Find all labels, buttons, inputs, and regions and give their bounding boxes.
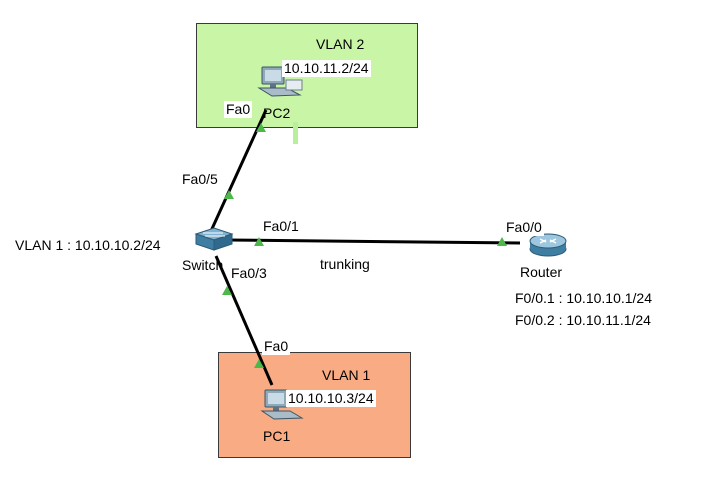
status-light-switch-fa05: [224, 190, 234, 199]
pc2-icon[interactable]: [257, 66, 303, 97]
switch-port-fa01-label: Fa0/1: [261, 218, 301, 235]
router-subif1-label: F0/0.1 : 10.10.10.1/24: [513, 290, 654, 307]
status-light-pc2: [256, 123, 266, 132]
link-switch-pc2[interactable]: [209, 109, 268, 232]
pc1-icon[interactable]: [260, 389, 304, 420]
pc2-name-label: PC2: [263, 105, 291, 121]
switch-vlan-label: VLAN 1 : 10.10.10.2/24: [13, 237, 163, 254]
pc2-ip-label: 10.10.11.2/24: [282, 60, 371, 77]
pc1-ip-label: 10.10.10.3/24: [286, 390, 376, 407]
pc2-port-label: Fa0: [224, 101, 253, 118]
switch-port-fa03-label: Fa0/3: [229, 265, 269, 282]
pc1-name-label: PC1: [263, 428, 291, 444]
status-light-router-fa00: [497, 237, 507, 246]
switch-port-fa05-label: Fa0/5: [180, 171, 220, 188]
router-icon[interactable]: [529, 233, 567, 257]
status-light-switch-fa01: [254, 237, 264, 246]
link-switch-pc1[interactable]: [214, 255, 274, 386]
status-light-switch-fa03: [222, 286, 232, 295]
router-port-label: Fa0/0: [504, 219, 544, 236]
switch-name-label: Switch: [182, 257, 224, 273]
pc1-port-label: Fa0: [262, 338, 291, 355]
status-light-pc1: [254, 359, 264, 368]
pc2-status-stub: [293, 122, 298, 144]
vlan1-zone-label: VLAN 1: [322, 367, 371, 383]
router-name-label: Router: [520, 264, 563, 280]
switch-icon[interactable]: [194, 227, 234, 251]
link-switch-router[interactable]: [227, 238, 521, 245]
router-subif2-label: F0/0.2 : 10.10.11.1/24: [513, 312, 653, 329]
vlan2-zone-label: VLAN 2: [316, 36, 365, 52]
trunking-label: trunking: [318, 256, 372, 273]
